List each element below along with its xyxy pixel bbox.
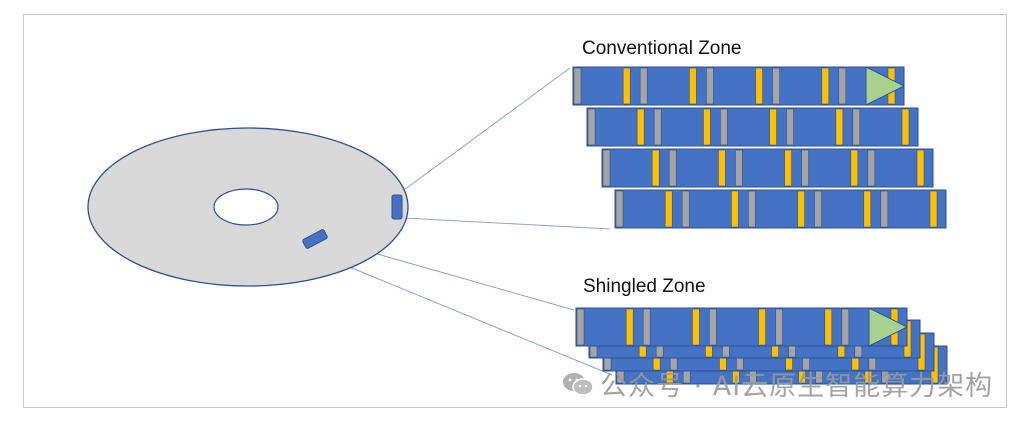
sector-marker — [929, 190, 938, 228]
shingled-track-1 — [575, 307, 909, 347]
conventional-track-1 — [572, 66, 906, 106]
sector-gap — [602, 149, 611, 187]
sector-gap — [681, 190, 690, 228]
callout-line-shingled-bottom — [307, 249, 613, 376]
sector-gap — [735, 149, 743, 187]
track-body — [614, 189, 947, 229]
sector-marker — [835, 108, 844, 146]
sector-gap — [642, 308, 651, 346]
sector-marker — [916, 149, 925, 187]
sector-gap — [706, 67, 714, 105]
sector-gap — [880, 190, 889, 228]
shingled-zone-marker — [302, 229, 328, 249]
conventional-zone-tracks — [572, 66, 947, 229]
shingled-zone-title: Shingled Zone — [583, 276, 706, 297]
sector-gap — [709, 308, 717, 346]
sector-gap — [814, 190, 822, 228]
sector-marker — [824, 308, 833, 346]
sector-marker — [703, 108, 711, 146]
sector-marker — [625, 308, 634, 346]
sector-gap — [639, 67, 648, 105]
sector-marker — [755, 67, 763, 105]
sector-gap — [852, 108, 861, 146]
conventional-track-3 — [601, 148, 934, 188]
track-body — [601, 148, 934, 188]
watermark-text: 公众号 · AI云原生智能算力架构 — [600, 371, 994, 402]
sector-marker — [689, 67, 697, 105]
callout-line-conventional-top — [403, 67, 571, 191]
wechat-icon — [562, 371, 594, 397]
sector-gap — [573, 67, 582, 105]
track-body — [586, 107, 919, 147]
conventional-zone-marker — [391, 194, 403, 220]
callout-line-conventional-bottom — [403, 217, 611, 230]
sector-gap — [720, 108, 728, 146]
conventional-track-2 — [586, 107, 919, 147]
track-body — [572, 66, 905, 106]
write-head-arrow — [868, 307, 909, 347]
sector-gap — [653, 108, 662, 146]
sector-marker — [664, 190, 673, 228]
sector-gap — [867, 149, 876, 187]
sector-gap — [668, 149, 677, 187]
sector-gap — [775, 308, 783, 346]
sector-marker — [863, 190, 872, 228]
sector-marker — [784, 149, 792, 187]
sector-marker — [636, 108, 645, 146]
sector-marker — [797, 190, 805, 228]
sector-gap — [801, 149, 809, 187]
sector-gap — [576, 308, 585, 346]
sector-gap — [841, 308, 850, 346]
sector-marker — [901, 108, 910, 146]
sector-gap — [748, 190, 756, 228]
sector-marker — [769, 108, 777, 146]
sector-gap — [838, 67, 847, 105]
sector-marker — [651, 149, 660, 187]
track-body — [575, 307, 908, 347]
sector-marker — [850, 149, 859, 187]
sector-marker — [731, 190, 739, 228]
sector-marker — [692, 308, 700, 346]
shingled-zone-tracks — [575, 307, 948, 385]
sector-marker — [821, 67, 830, 105]
sector-marker — [718, 149, 726, 187]
sector-marker — [622, 67, 631, 105]
sector-marker — [758, 308, 766, 346]
conventional-zone-title: Conventional Zone — [582, 38, 742, 59]
sector-gap — [786, 108, 794, 146]
conventional-track-4 — [614, 189, 947, 229]
sector-gap — [615, 190, 624, 228]
watermark: 公众号 · AI云原生智能算力架构 — [562, 364, 993, 403]
sector-gap — [772, 67, 780, 105]
write-head-arrow — [865, 66, 906, 106]
disk-spindle-hole — [213, 188, 279, 226]
sector-gap — [587, 108, 596, 146]
